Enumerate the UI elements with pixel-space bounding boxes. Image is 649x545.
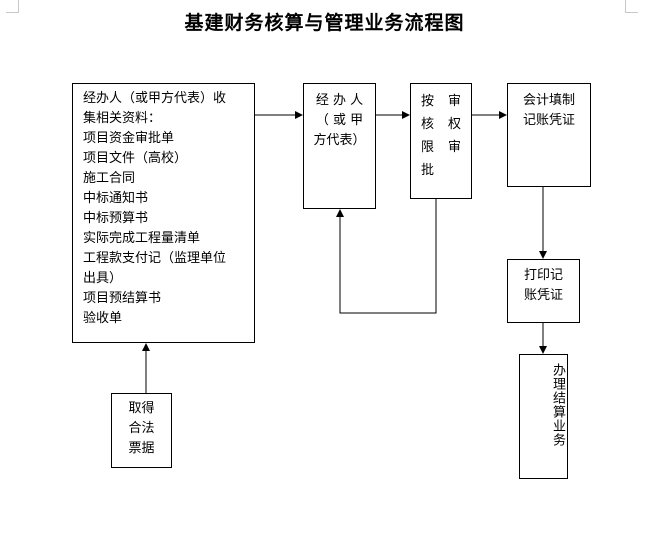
documents-line: 验收单 (83, 311, 123, 326)
documents-box: 经办人（或甲方代表）收 集相关资料： 项目资金审批单 项目文件（高校） 施工合同… (72, 83, 255, 343)
approval-char: 核 (421, 117, 435, 132)
documents-line: 经办人（或甲方代表）收 (83, 91, 227, 106)
approval-char: 限 (421, 140, 435, 155)
documents-line: 施工合同 (83, 171, 136, 186)
invoice-box: 取得 合法 票据 (111, 393, 172, 468)
invoice-line: 票据 (128, 441, 155, 456)
settlement-label: 办理结算业务 (550, 363, 565, 447)
print-line: 账凭证 (523, 288, 563, 303)
approval-box: 按 审 核 权 限 审 批 (410, 83, 472, 199)
documents-line: 项目资金审批单 (83, 131, 175, 146)
approval-char: 批 (421, 163, 435, 178)
approval-char: 审 (448, 140, 462, 155)
documents-line: 中标通知书 (83, 191, 149, 206)
documents-line: 项目文件（高校） (83, 151, 188, 166)
accountant-box: 会计填制 记账凭证 (507, 83, 591, 187)
corner-mark-left (6, 0, 19, 13)
accountant-line: 会计填制 (522, 93, 575, 108)
approval-char: 按 (421, 94, 435, 109)
documents-line: 实际完成工程量清单 (83, 231, 201, 246)
print-line: 打印记 (523, 268, 563, 283)
agent-line: 方代表） (313, 133, 366, 148)
settlement-box: 办理结算业务 (519, 354, 568, 479)
invoice-line: 合法 (128, 421, 155, 436)
documents-line: 中标预算书 (83, 211, 149, 226)
approval-char: 权 (448, 117, 462, 132)
corner-mark-right (625, 0, 638, 13)
approval-char: 审 (448, 94, 462, 109)
agent-line: （ 或 甲 (315, 113, 364, 128)
invoice-line: 取得 (128, 401, 155, 416)
documents-line: 工程款支付记（监理单位 (83, 251, 227, 266)
agent-box: 经 办 人 （ 或 甲 方代表） (303, 83, 376, 209)
documents-line: 出具） (83, 271, 123, 286)
arrow-approve-return-to-agent (336, 199, 437, 314)
documents-line: 项目预结算书 (83, 291, 162, 306)
documents-line: 集相关资料： (83, 111, 162, 126)
diagram-title: 基建财务核算与管理业务流程图 (184, 12, 465, 34)
print-voucher-box: 打印记 账凭证 (507, 259, 580, 323)
agent-line: 经 办 人 (315, 93, 364, 108)
accountant-line: 记账凭证 (522, 113, 575, 128)
